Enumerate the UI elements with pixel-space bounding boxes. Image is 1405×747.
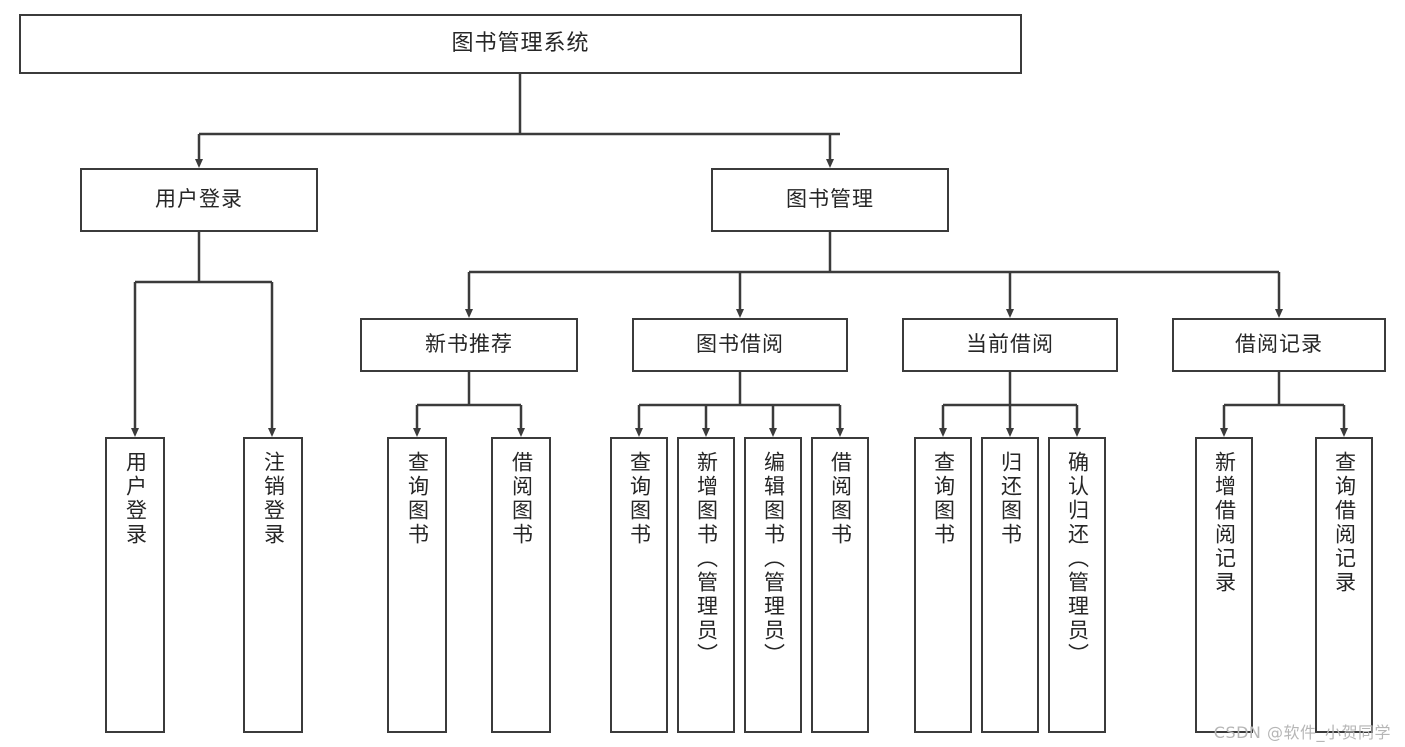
node-leaf-edit-book[interactable]: 编辑图书（管理员） <box>744 437 802 733</box>
node-leaf-query-record-label: 查询借阅记录 <box>1332 451 1357 595</box>
node-leaf-borrow-book-b-label: 借阅图书 <box>828 451 853 547</box>
node-leaf-edit-book-label: 编辑图书（管理员） <box>761 451 786 667</box>
node-leaf-user-login-label: 用户登录 <box>123 451 148 547</box>
node-leaf-query-book-c[interactable]: 查询图书 <box>914 437 972 733</box>
node-leaf-return-book-label: 归还图书 <box>998 451 1023 547</box>
node-user-login[interactable]: 用户登录 <box>80 168 318 232</box>
node-leaf-query-book-a[interactable]: 查询图书 <box>387 437 447 733</box>
node-leaf-query-book-a-label: 查询图书 <box>405 451 430 547</box>
node-leaf-logout-label: 注销登录 <box>261 451 286 547</box>
node-leaf-borrow-book-a[interactable]: 借阅图书 <box>491 437 551 733</box>
node-current-borrow-label: 当前借阅 <box>966 332 1054 357</box>
node-leaf-add-record[interactable]: 新增借阅记录 <box>1195 437 1253 733</box>
node-book-manage-label: 图书管理 <box>786 187 874 212</box>
node-leaf-user-login[interactable]: 用户登录 <box>105 437 165 733</box>
node-leaf-query-book-b[interactable]: 查询图书 <box>610 437 668 733</box>
node-leaf-query-record[interactable]: 查询借阅记录 <box>1315 437 1373 733</box>
node-leaf-add-book[interactable]: 新增图书（管理员） <box>677 437 735 733</box>
node-user-login-label: 用户登录 <box>155 187 243 212</box>
node-book-borrow-label: 图书借阅 <box>696 332 784 357</box>
node-leaf-query-book-b-label: 查询图书 <box>627 451 652 547</box>
node-borrow-record-label: 借阅记录 <box>1235 332 1323 357</box>
node-leaf-add-record-label: 新增借阅记录 <box>1212 451 1237 595</box>
node-new-book-rec-label: 新书推荐 <box>425 332 513 357</box>
node-book-borrow[interactable]: 图书借阅 <box>632 318 848 372</box>
node-leaf-add-book-label: 新增图书（管理员） <box>694 451 719 667</box>
node-leaf-return-book[interactable]: 归还图书 <box>981 437 1039 733</box>
node-new-book-rec[interactable]: 新书推荐 <box>360 318 578 372</box>
node-leaf-borrow-book-b[interactable]: 借阅图书 <box>811 437 869 733</box>
node-leaf-confirm-return-label: 确认归还（管理员） <box>1065 451 1090 667</box>
node-root[interactable]: 图书管理系统 <box>19 14 1022 74</box>
node-leaf-confirm-return[interactable]: 确认归还（管理员） <box>1048 437 1106 733</box>
node-borrow-record[interactable]: 借阅记录 <box>1172 318 1386 372</box>
node-leaf-query-book-c-label: 查询图书 <box>931 451 956 547</box>
node-leaf-borrow-book-a-label: 借阅图书 <box>509 451 534 547</box>
node-current-borrow[interactable]: 当前借阅 <box>902 318 1118 372</box>
node-leaf-logout[interactable]: 注销登录 <box>243 437 303 733</box>
node-book-manage[interactable]: 图书管理 <box>711 168 949 232</box>
csdn-watermark: CSDN @软件_小贺同学 <box>1213 723 1391 742</box>
node-root-label: 图书管理系统 <box>451 30 590 56</box>
